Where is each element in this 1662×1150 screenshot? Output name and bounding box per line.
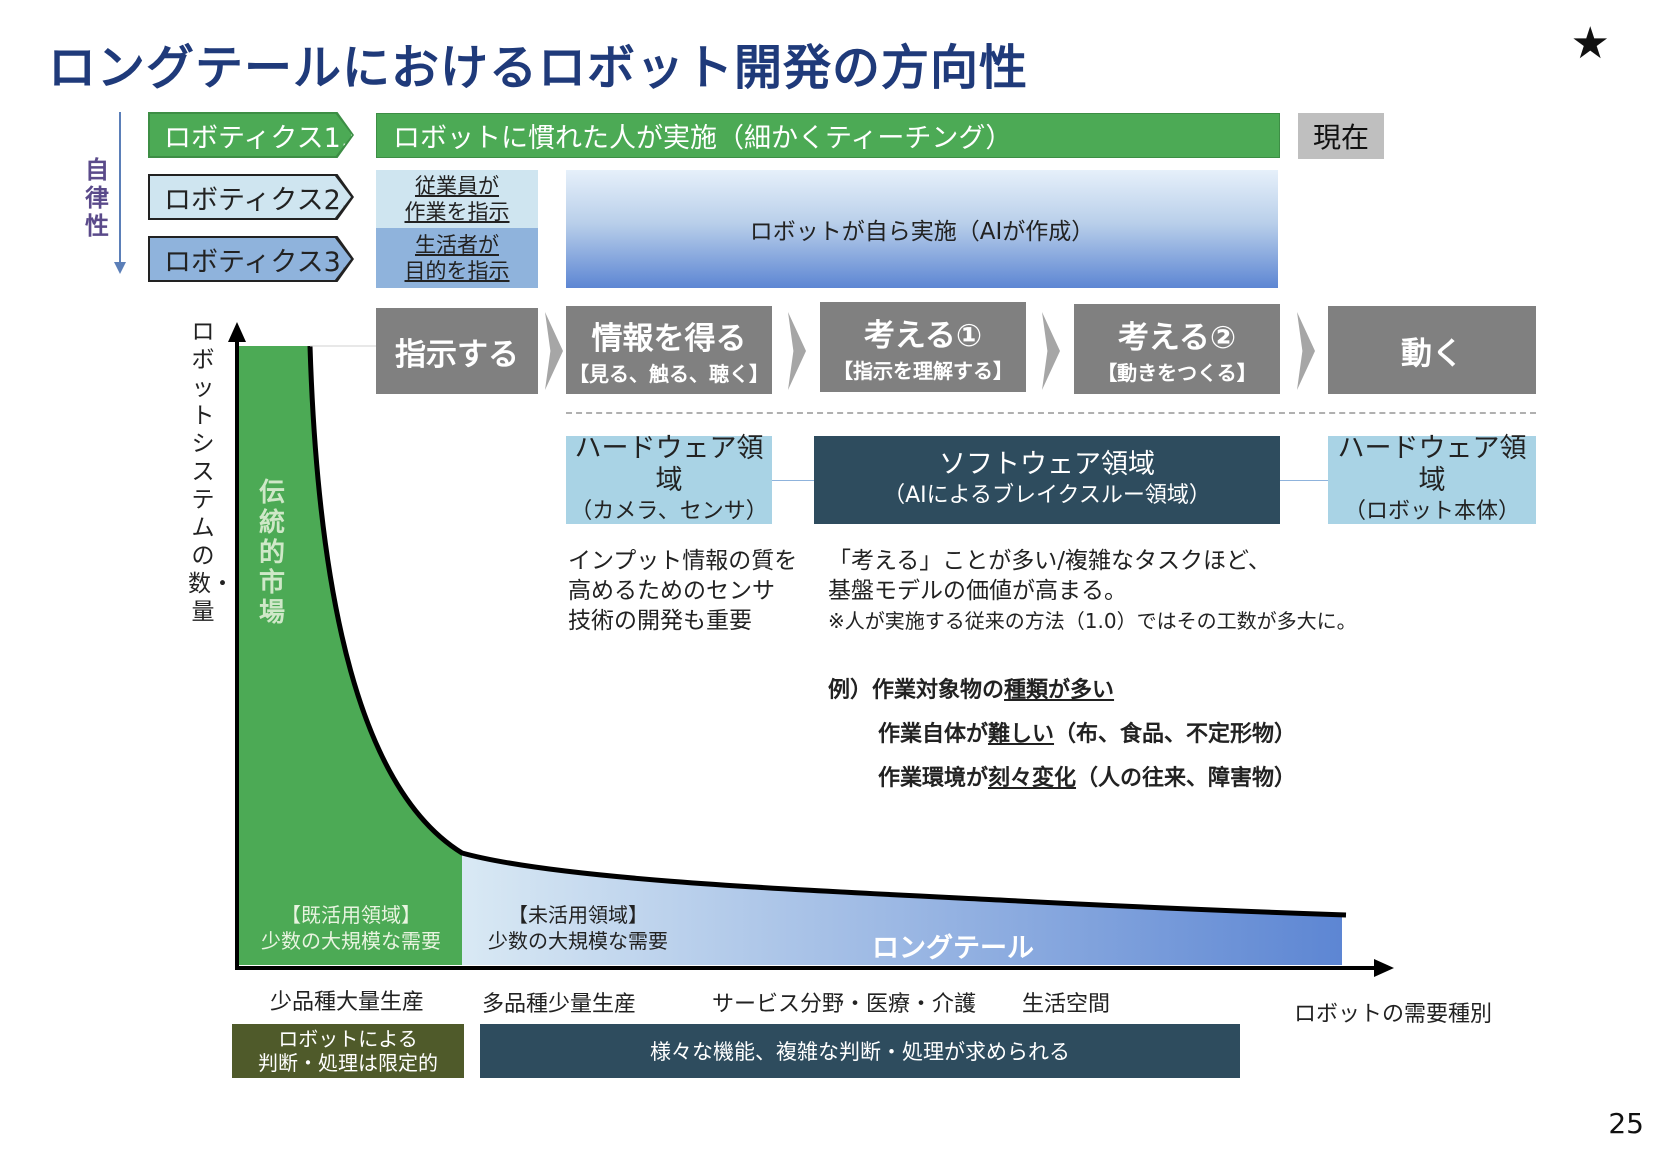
example-text: 作業自体が [878, 722, 989, 747]
y-axis-arrow-icon [228, 322, 246, 342]
note-hardware-line: 技術の開発も重要 [568, 608, 752, 634]
step-think-1-main: 考える① [863, 318, 983, 354]
instruct-employee: 従業員が 作業を指示 [376, 170, 538, 228]
long-tail-area [462, 853, 1342, 965]
y-axis-label: ロボットシステムの数・量 [188, 319, 234, 625]
domain-software-main: ソフトウェア領域 [939, 449, 1155, 480]
traditional-market-label: 伝統的市場 [258, 478, 285, 628]
used-area-line: 少数の大規模な需要 [261, 929, 441, 953]
example-emphasis: 種類が多い [1004, 678, 1115, 703]
step-think-2-main: 考える② [1117, 320, 1237, 356]
generation-2: ロボティクス2.0 [148, 174, 354, 220]
unused-area-line: 【未活用領域】 [508, 903, 648, 927]
note-software-small: ※人が実施する従来の方法（1.0）ではその工数が多大に。 [828, 609, 1357, 633]
step-get-info: 情報を得る 【見る、触る、聴く】 [566, 306, 772, 394]
example-line-2: 作業自体が難しい（布、食品、不定形物） [878, 716, 1296, 748]
bottom-left-box: ロボットによる 判断・処理は限定的 [232, 1024, 464, 1078]
used-area-label: 【既活用領域】 少数の大規模な需要 [246, 902, 456, 954]
step-instruct-main: 指示する [395, 336, 519, 373]
step-get-info-sub: 【見る、触る、聴く】 [569, 362, 769, 386]
instruct-producer: 生活者が 目的を指示 [376, 228, 538, 288]
traditional-market-area [238, 346, 462, 965]
page-number: 25 [1608, 1107, 1644, 1140]
generation-3: ロボティクス3.0 [148, 236, 354, 282]
domain-hardware-sensor: ハードウェア領域 （カメラ、センサ） [566, 433, 772, 524]
example-line-3: 作業環境が刻々変化（人の往来、障害物） [878, 760, 1296, 792]
x-category: 生活空間 [1022, 992, 1111, 1017]
step-think-1-sub: 【指示を理解する】 [833, 359, 1013, 383]
instruct-producer-line2: 目的を指示 [404, 259, 510, 283]
example-detail: （布、食品、不定形物） [1054, 722, 1297, 747]
step-move-main: 動く [1401, 335, 1463, 372]
gen1-description: ロボットに慣れた人が実施（細かくティーチング） [376, 113, 1280, 158]
domain-hardware-sensor-main: ハードウェア領域 [574, 433, 764, 496]
note-hardware-line: インプット情報の質を [568, 548, 798, 574]
x-category: 多品種少量生産 [482, 992, 637, 1017]
step-think-2-sub: 【動きをつくる】 [1097, 361, 1257, 385]
note-software: 「考える」ことが多い/複雑なタスクほど、 基盤モデルの価値が高まる。 ※人が実施… [828, 546, 1388, 636]
domain-hardware-robot: ハードウェア領域 （ロボット本体） [1328, 433, 1536, 524]
robot-self-execution: ロボットが自ら実施（AIが作成） [566, 170, 1278, 288]
note-hardware-line: 高めるためのセンサ [568, 578, 775, 604]
domain-software: ソフトウェア領域 （AIによるブレイクスルー領域） [814, 436, 1280, 524]
unused-area-label: 【未活用領域】 少数の大規模な需要 [478, 902, 678, 954]
example-prefix: 例） [828, 678, 873, 703]
step-instruct: 指示する [376, 308, 538, 394]
x-category: 少品種大量生産 [270, 990, 425, 1015]
example-emphasis: 難しい [988, 722, 1055, 747]
generation-1: ロボティクス1.0 [148, 112, 354, 158]
domain-hardware-sensor-sub: （カメラ、センサ） [570, 499, 768, 524]
instruct-employee-line2: 作業を指示 [404, 200, 510, 224]
generation-3-label: ロボティクス3.0 [150, 238, 351, 280]
page-title: ロングテールにおけるロボット開発の方向性 [48, 40, 1029, 96]
note-software-line: 基盤モデルの価値が高まる。 [828, 578, 1127, 604]
step-think-2: 考える② 【動きをつくる】 [1074, 304, 1280, 394]
autonomy-axis-label: 自律性 [85, 156, 109, 240]
note-software-line: 「考える」ことが多い/複雑なタスクほど、 [828, 548, 1271, 574]
note-hardware: インプット情報の質を 高めるためのセンサ 技術の開発も重要 [568, 546, 808, 636]
x-axis-arrow-icon [1374, 959, 1394, 977]
dashed-divider [566, 412, 1536, 414]
bottom-left-line: ロボットによる [278, 1027, 418, 1051]
generation-2-label: ロボティクス2.0 [150, 176, 351, 218]
example-emphasis: 刻々変化 [988, 766, 1077, 791]
x-category: サービス分野・医療・介護 [712, 992, 977, 1017]
x-axis-label: ロボットの需要種別 [1294, 1002, 1493, 1027]
used-area-line: 【既活用領域】 [281, 903, 421, 927]
example-text: 作業環境が [878, 766, 989, 791]
connector-line [1280, 480, 1328, 481]
instruct-employee-line1: 従業員が [415, 174, 499, 198]
star-icon: ★ [1570, 18, 1610, 69]
long-tail-label: ロングテール [872, 933, 1034, 964]
generation-1-label: ロボティクス1.0 [150, 114, 352, 156]
example-detail: （人の往来、障害物） [1076, 766, 1297, 791]
bottom-left-line: 判断・処理は限定的 [258, 1051, 438, 1075]
step-think-1: 考える① 【指示を理解する】 [820, 302, 1026, 392]
instruct-producer-line1: 生活者が [415, 233, 499, 257]
current-badge: 現在 [1298, 113, 1384, 159]
long-tail-curve [307, 345, 1347, 918]
connector-line [772, 480, 814, 481]
domain-hardware-robot-main: ハードウェア領域 [1337, 433, 1527, 496]
example-text: 作業対象物の [872, 678, 1005, 703]
unused-area-line: 少数の大規模な需要 [488, 929, 668, 953]
domain-hardware-robot-sub: （ロボット本体） [1343, 499, 1520, 524]
step-get-info-main: 情報を得る [591, 321, 747, 357]
autonomy-arrow-icon [114, 112, 126, 274]
bottom-right-box: 様々な機能、複雑な判断・処理が求められる [480, 1024, 1240, 1078]
example-line-1: 例）作業対象物の種類が多い [828, 672, 1114, 704]
domain-software-sub: （AIによるブレイクスルー領域） [883, 483, 1211, 508]
step-move: 動く [1328, 306, 1536, 394]
